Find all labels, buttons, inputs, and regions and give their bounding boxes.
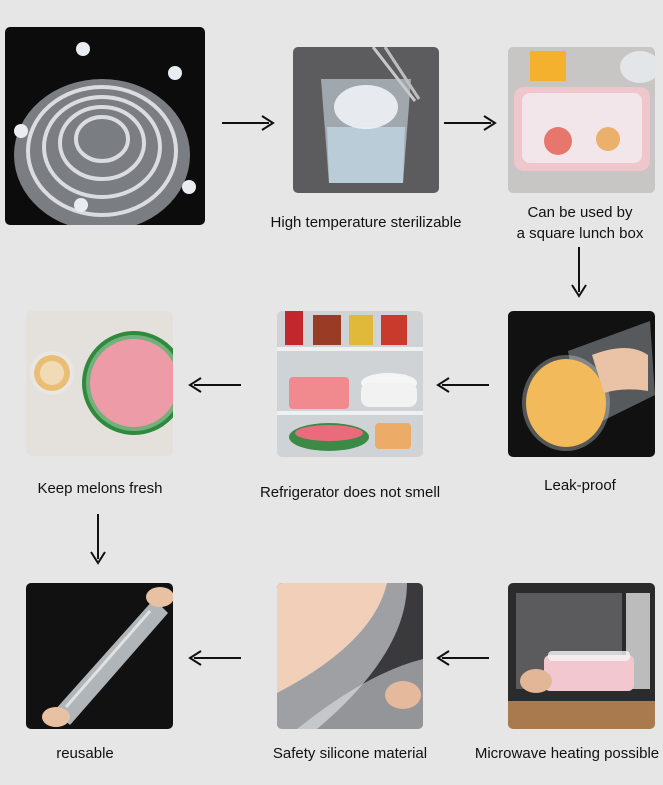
lid-on-tipped-cup-photo xyxy=(508,311,655,457)
lid-in-hot-water-glass-photo xyxy=(293,47,439,193)
step-9-image xyxy=(508,583,655,729)
step-6-caption: Keep melons fresh xyxy=(10,478,190,499)
step-3-caption-line-2: a square lunch box xyxy=(516,225,644,242)
step-7-image xyxy=(26,583,173,729)
step-6-caption-text: Keep melons fresh xyxy=(37,480,163,497)
step-9-caption-text: Microwave heating possible xyxy=(474,745,660,762)
step-8-image xyxy=(277,583,423,729)
arrow-right-2 xyxy=(443,114,499,132)
arrow-left-1 xyxy=(186,376,242,394)
arrow-down-1 xyxy=(570,246,588,298)
arrow-left-2 xyxy=(434,376,490,394)
lid-on-melon-photo xyxy=(26,311,173,456)
step-4-caption-text: Leak-proof xyxy=(544,477,616,494)
step-8-caption: Safety silicone material xyxy=(255,743,445,764)
step-2-caption: High temperature sterilizable xyxy=(256,212,476,233)
step-2-image xyxy=(293,47,439,193)
step-7-caption: reusable xyxy=(20,743,150,764)
step-5-caption: Refrigerator does not smell xyxy=(250,482,450,503)
stacked-silicone-lids-photo xyxy=(5,27,205,225)
fridge-shelves-photo xyxy=(277,311,423,457)
step-5-image xyxy=(277,311,423,457)
arrow-down-2 xyxy=(89,513,107,565)
step-7-caption-text: reusable xyxy=(56,745,114,762)
step-1-image xyxy=(5,27,205,225)
arrow-down-icon xyxy=(90,514,106,565)
stretched-lid-photo xyxy=(26,583,173,729)
step-8-caption-text: Safety silicone material xyxy=(272,745,428,762)
silicone-lid-closeup-photo xyxy=(277,583,423,729)
step-3-caption: Can be used by a square lunch box xyxy=(490,202,663,244)
arrow-right-icon xyxy=(222,115,275,131)
arrow-right-1 xyxy=(221,114,277,132)
arrow-left-3 xyxy=(186,649,242,667)
arrow-left-icon xyxy=(436,650,489,666)
arrow-left-icon xyxy=(436,377,489,393)
arrow-right-icon xyxy=(444,115,497,131)
arrow-left-icon xyxy=(188,377,241,393)
arrow-left-4 xyxy=(434,649,490,667)
step-5-caption-text: Refrigerator does not smell xyxy=(259,484,441,501)
step-4-caption: Leak-proof xyxy=(500,475,660,496)
step-3-image xyxy=(508,47,655,193)
arrow-down-icon xyxy=(571,247,587,298)
step-9-caption: Microwave heating possible xyxy=(472,743,662,764)
arrow-left-icon xyxy=(188,650,241,666)
step-4-image xyxy=(508,311,655,457)
step-3-caption-line-1: Can be used by xyxy=(527,204,633,221)
step-2-caption-text: High temperature sterilizable xyxy=(270,214,462,231)
step-6-image xyxy=(26,311,173,456)
box-in-microwave-photo xyxy=(508,583,655,729)
lid-on-lunch-box-photo xyxy=(508,47,655,193)
